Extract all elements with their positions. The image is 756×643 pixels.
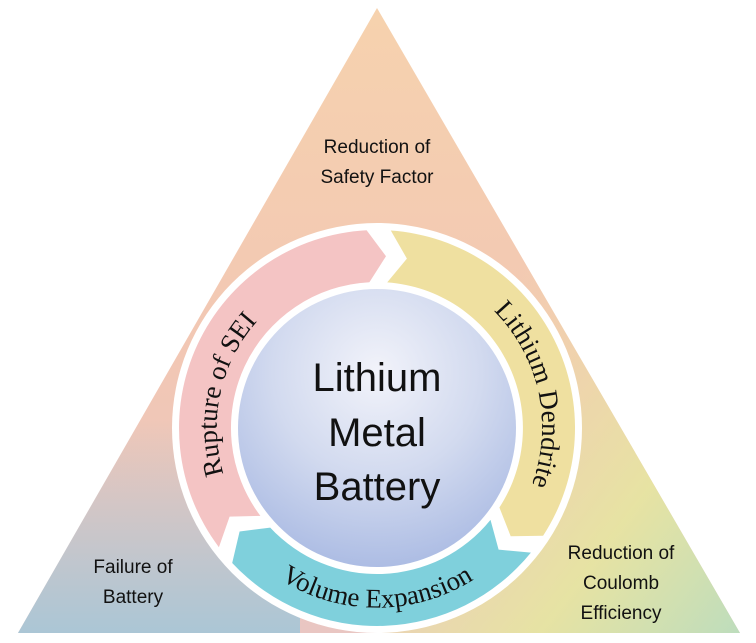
corner-text: Efficiency: [581, 603, 662, 624]
corner-bottom-left: Failure of Battery: [93, 557, 173, 608]
center-line: Battery: [314, 465, 441, 509]
corner-text: Reduction of: [568, 543, 675, 564]
corner-text: Battery: [103, 587, 164, 608]
center-circle: [238, 289, 516, 567]
corner-text: Coulomb: [583, 573, 659, 594]
center-line: Metal: [328, 411, 426, 455]
corner-text: Safety Factor: [321, 167, 435, 188]
corner-top: Reduction of Safety Factor: [321, 137, 435, 188]
corner-bottom-right: Reduction of Coulomb Efficiency: [568, 543, 675, 624]
corner-text: Failure of: [93, 557, 173, 578]
cycle-segment-lithium-dendrite: [387, 230, 576, 537]
corner-text: Reduction of: [324, 137, 431, 158]
center-line: Lithium: [313, 356, 442, 400]
cycle-segment-volume-expansion: [232, 519, 531, 626]
cycle-segment-rupture-of-sei: [179, 230, 386, 548]
center-label: Lithium Metal Battery: [313, 356, 442, 509]
